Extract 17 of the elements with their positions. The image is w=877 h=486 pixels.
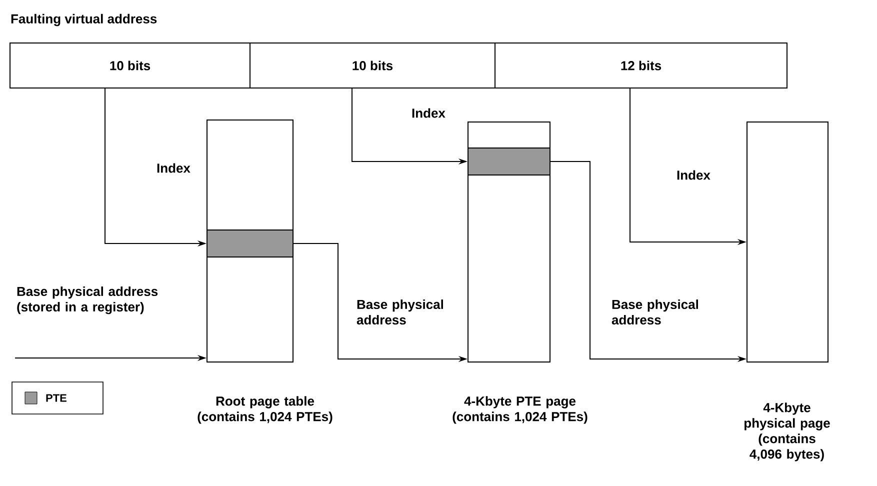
- node-label: 4-Kbyte PTE page (contains 1,024 PTEs): [452, 396, 588, 424]
- edge-label: Index: [677, 170, 710, 180]
- edge-label: Base physical address (stored in a register): [17, 286, 158, 314]
- edge-label: Index: [412, 108, 446, 118]
- address-field: 10 bits: [250, 42, 496, 88]
- pte-entry: [206, 230, 294, 258]
- edge-label: Base physical address: [356, 299, 444, 325]
- edge-label: Base physical address: [612, 299, 698, 325]
- physical-page-box: [746, 122, 828, 362]
- heading: Faulting virtual address: [11, 14, 157, 26]
- node-label: Root page table (contains 1,024 PTEs): [198, 396, 332, 424]
- address-field: 12 bits: [494, 42, 788, 88]
- node-label: 4-Kbyte physical page (contains 4,096 bytes): [744, 402, 830, 462]
- address-field: 10 bits: [10, 42, 250, 88]
- pte-entry: [468, 148, 550, 176]
- legend-box: PTE: [12, 382, 104, 414]
- edge-label: Index: [157, 163, 190, 173]
